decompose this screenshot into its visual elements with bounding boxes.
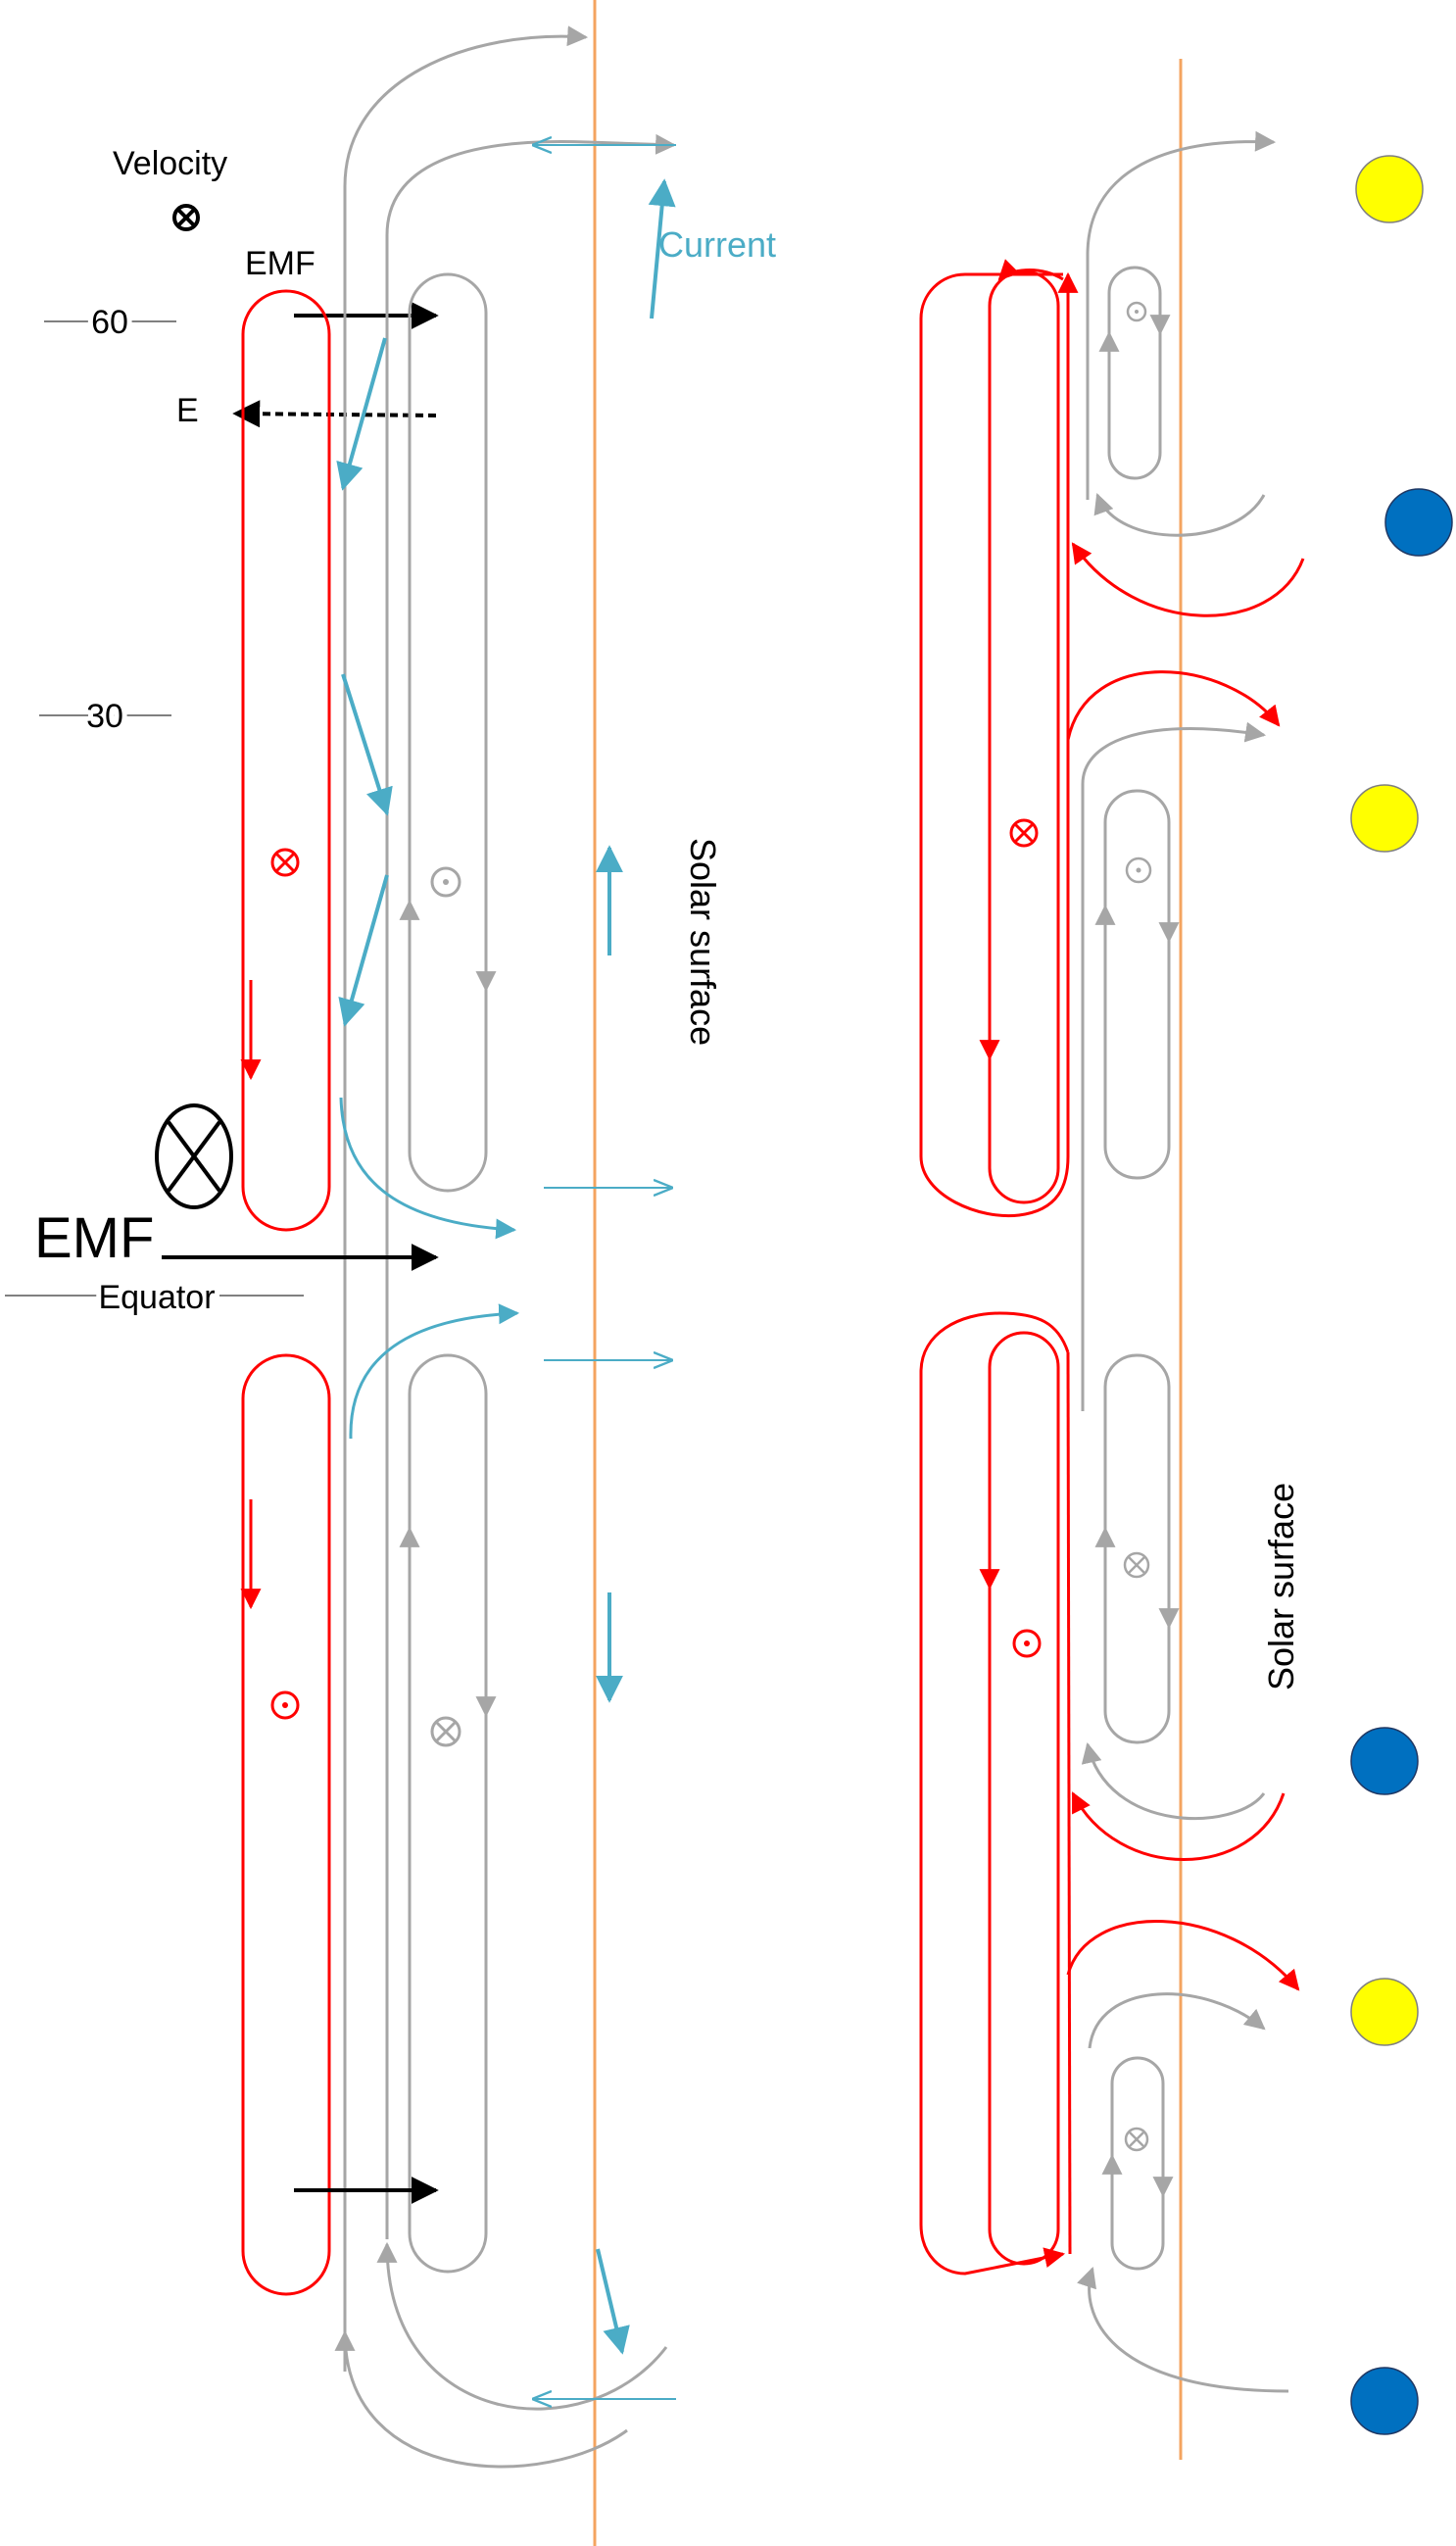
gray-out-of-page-icon-north: [430, 866, 461, 898]
gray-field-line-bottom-inner: [376, 2241, 668, 2411]
red-arc-south-2: [1066, 1920, 1300, 1991]
yellow-dot-3: [1350, 1978, 1419, 2046]
big-into-page-icon: [155, 1103, 233, 1209]
gray-field-line-bottom-outer: [334, 2329, 628, 2469]
gray-into-page-icon-south: [430, 1716, 461, 1747]
red-loop-south-outer: [919, 1311, 1070, 2276]
gray-out-of-page-icon-right-2: [1125, 857, 1152, 884]
blue-dot-3: [1350, 2367, 1419, 2435]
gray-arc-right-top-bottom: [1093, 493, 1266, 537]
gray-arc-right-mid-lower: [1081, 1741, 1266, 1821]
red-arc-north-1: [1071, 542, 1305, 617]
gray-arc-right-top: [1086, 130, 1277, 500]
equator-label: Equator: [98, 1279, 215, 1316]
red-loop-south-right-line: [1066, 1351, 1072, 2255]
red-arc-north-2: [1066, 670, 1281, 741]
gray-into-page-icon-right-4: [1124, 2127, 1149, 2152]
red-loop-north-inner: [988, 269, 1060, 1204]
gray-loop-right-2: [1103, 789, 1171, 1180]
gray-field-line-outer: [343, 25, 589, 2372]
solar-surface-label-right: Solar surface: [1261, 1483, 1301, 1690]
emf-top-label: EMF: [245, 245, 315, 282]
gray-into-page-icon-right-3: [1123, 1551, 1150, 1579]
red-arc-south-1: [1071, 1791, 1286, 1861]
red-tube-south: [241, 1353, 331, 2296]
gray-arc-right-bottom: [1077, 2267, 1289, 2393]
gray-loop-right-3: [1103, 1353, 1171, 1744]
red-into-page-icon-north: [270, 848, 300, 877]
gray-tube-north: [408, 272, 488, 1193]
cyan-current-arrow-up: [648, 178, 676, 319]
gray-tube-south: [408, 1353, 488, 2274]
cyan-equator-curve-lower: [349, 1303, 520, 1440]
cyan-equator-curve-upper: [339, 1097, 517, 1240]
current-label: Current: [658, 224, 776, 265]
e-field-label: E: [176, 392, 199, 429]
gray-loop-right-4: [1110, 2056, 1165, 2271]
cyan-diag-arrow-1: [336, 337, 387, 491]
red-into-page-icon-right-north: [1009, 818, 1039, 848]
lat-60-label: 60: [91, 304, 128, 341]
lat-30-label: 30: [86, 698, 123, 735]
red-out-of-page-icon-right-south: [1012, 1629, 1042, 1658]
gray-arc-right-mid: [1081, 721, 1267, 1411]
gray-arc-right-bottom-upper: [1088, 1992, 1266, 2049]
cyan-diag-arrow-3: [338, 874, 389, 1027]
solar-surface-label-left: Solar surface: [683, 838, 723, 1046]
yellow-dot-1: [1355, 155, 1424, 223]
velocity-into-page-icon: [172, 204, 200, 231]
red-out-of-page-icon-south: [270, 1690, 300, 1720]
red-tube-north: [241, 289, 331, 1232]
red-loop-north-outer: [919, 271, 1079, 1218]
yellow-dot-2: [1350, 784, 1419, 853]
cyan-bottom-diag-arrow: [596, 2248, 630, 2355]
gray-out-of-page-icon-right-1: [1126, 301, 1147, 322]
gray-field-line-inner: [385, 133, 677, 2239]
red-loop-south-inner: [988, 1331, 1060, 2266]
e-field-arrow: [232, 400, 437, 428]
gray-loop-right-1: [1107, 266, 1162, 480]
red-loop-north-top-arrow: [997, 259, 1064, 281]
emf-big-label: EMF: [34, 1206, 154, 1270]
blue-dot-1: [1384, 488, 1453, 557]
velocity-label: Velocity: [113, 145, 227, 182]
blue-dot-2: [1350, 1727, 1419, 1795]
cyan-diag-arrow-2: [341, 673, 393, 816]
